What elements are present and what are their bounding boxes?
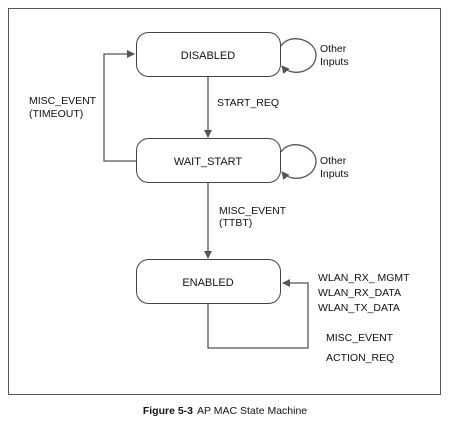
edge-disabled-self-label-2: Inputs <box>320 56 349 68</box>
edge-disabled-self-label-1: Other <box>320 43 347 55</box>
state-disabled-label: DISABLED <box>181 50 235 62</box>
edge-misc-event-timeout-label-1: MISC_EVENT <box>29 95 97 107</box>
diagram-frame <box>8 8 441 395</box>
edge-enabled-self-event-2: ACTION_REQ <box>326 352 394 364</box>
state-disabled <box>136 32 281 77</box>
edge-enabled-self-event-1: MISC_EVENT <box>326 332 394 344</box>
edge-misc-event-ttbt-label-1: MISC_EVENT <box>219 205 287 217</box>
edge-enabled-self-input-1: WLAN_RX_ MGMT <box>318 272 410 284</box>
edge-misc-event-timeout-label-2: (TIMEOUT) <box>29 108 83 120</box>
edge-disabled-self-loop <box>280 38 317 74</box>
edge-enabled-self-loop <box>207 279 309 349</box>
state-wait-start-label: WAIT_START <box>174 156 243 168</box>
edge-misc-event-timeout <box>103 50 136 162</box>
state-enabled-label: ENABLED <box>182 277 233 289</box>
edge-wait-start-self-loop <box>280 144 317 180</box>
figure-caption-number: Figure 5-3 <box>143 405 193 417</box>
edge-enabled-self-input-3: WLAN_TX_DATA <box>318 302 400 314</box>
edge-wait-start-self-label-2: Inputs <box>320 168 349 180</box>
figure-caption: Figure 5-3 AP MAC State Machine <box>143 405 307 417</box>
edge-wait-start-self-label-1: Other <box>320 155 347 167</box>
edge-misc-event-ttbt-label-2: (TTBT) <box>219 217 252 229</box>
edge-start-req-label: START_REQ <box>217 97 279 109</box>
state-wait-start <box>136 138 281 183</box>
edge-enabled-self-input-2: WLAN_RX_DATA <box>318 287 401 299</box>
state-enabled <box>136 259 281 304</box>
figure-caption-title: AP MAC State Machine <box>197 405 307 417</box>
